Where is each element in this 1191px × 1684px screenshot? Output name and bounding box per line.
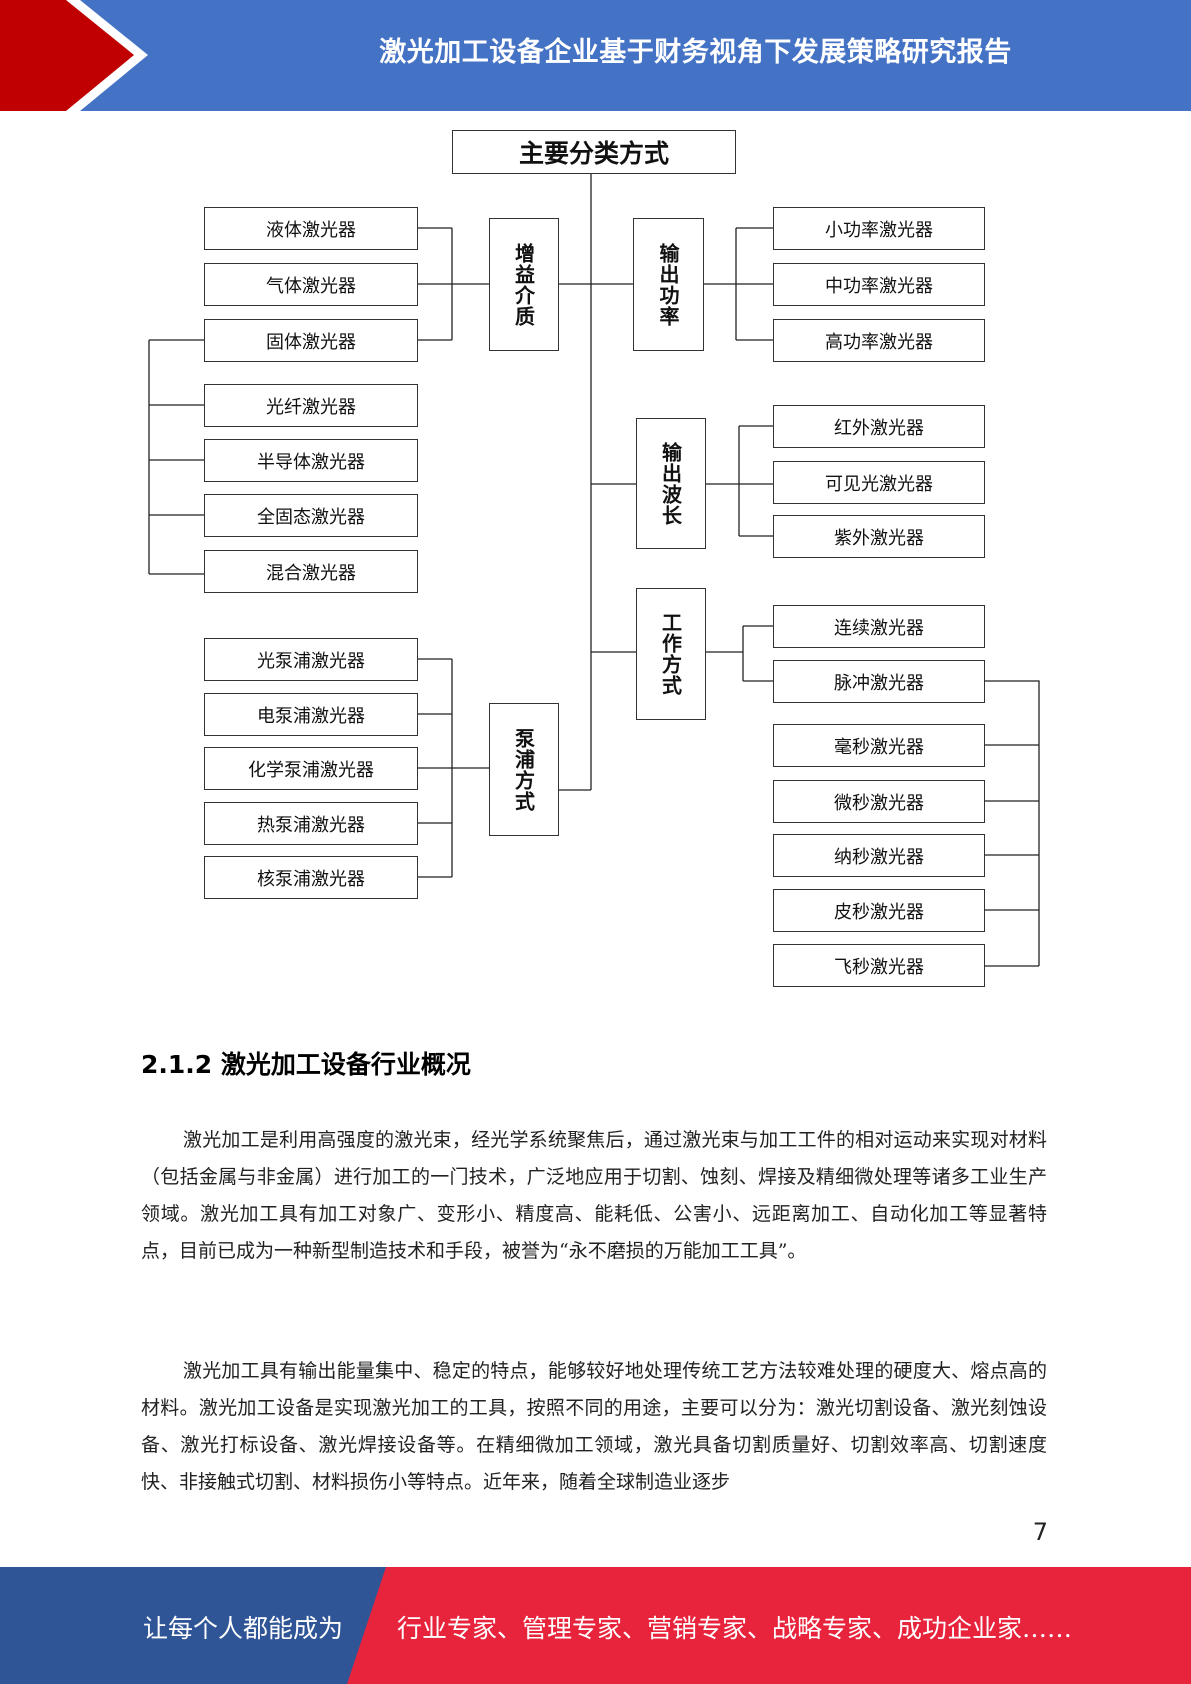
- node-liquid-laser: 液体激光器: [204, 207, 418, 250]
- paragraph-2: 激光加工具有输出能量集中、稳定的特点，能够较好地处理传统工艺方法较难处理的硬度大…: [141, 1360, 1047, 1493]
- node-picosecond-laser: 皮秒激光器: [773, 889, 985, 932]
- node-pulse-laser: 脉冲激光器: [773, 660, 985, 703]
- node-optical-pump-laser: 光泵浦激光器: [204, 638, 418, 681]
- node-continuous-laser: 连续激光器: [773, 605, 985, 648]
- node-millisecond-laser: 毫秒激光器: [773, 724, 985, 767]
- node-visible-laser: 可见光激光器: [773, 461, 985, 504]
- node-high-power-laser: 高功率激光器: [773, 319, 985, 362]
- category-gain-medium: 增益介质: [489, 218, 559, 351]
- node-solid-laser: 固体激光器: [204, 319, 418, 362]
- node-electrical-pump-laser: 电泵浦激光器: [204, 693, 418, 736]
- category-pump-method: 泵浦方式: [489, 703, 559, 836]
- node-nuclear-pump-laser: 核泵浦激光器: [204, 856, 418, 899]
- node-low-power-laser: 小功率激光器: [773, 207, 985, 250]
- node-gas-laser: 气体激光器: [204, 263, 418, 306]
- page-header: 激光加工设备企业基于财务视角下发展策略研究报告: [0, 0, 1191, 111]
- node-infrared-laser: 红外激光器: [773, 405, 985, 448]
- root-node: 主要分类方式: [452, 130, 736, 174]
- category-output-wavelength: 输出波长: [636, 418, 706, 549]
- node-all-solid-state-laser: 全固态激光器: [204, 494, 418, 537]
- node-thermal-pump-laser: 热泵浦激光器: [204, 802, 418, 845]
- node-ultraviolet-laser: 紫外激光器: [773, 515, 985, 558]
- page-number: 7: [1032, 1518, 1048, 1546]
- classification-diagram: 主要分类方式 增益介质 液体激光器 气体激光器 固体激光器 光纤激光器 半导体激…: [0, 120, 1191, 1000]
- node-semiconductor-laser: 半导体激光器: [204, 439, 418, 482]
- footer-slogan-right: 行业专家、管理专家、营销专家、战略专家、成功企业家……: [397, 1614, 1073, 1643]
- node-medium-power-laser: 中功率激光器: [773, 263, 985, 306]
- header-arrow-icon: [0, 0, 148, 111]
- node-chemical-pump-laser: 化学泵浦激光器: [204, 747, 418, 790]
- report-title: 激光加工设备企业基于财务视角下发展策略研究报告: [379, 37, 1012, 68]
- page-footer: 让每个人都能成为 行业专家、管理专家、营销专家、战略专家、成功企业家……: [0, 1567, 1191, 1684]
- section-heading: 2.1.2 激光加工设备行业概况: [141, 1050, 471, 1079]
- category-output-power: 输出功率: [633, 218, 704, 351]
- category-work-mode: 工作方式: [636, 588, 706, 720]
- footer-background: [0, 1567, 1191, 1684]
- node-femtosecond-laser: 飞秒激光器: [773, 944, 985, 987]
- paragraph-1: 激光加工是利用高强度的激光束，经光学系统聚焦后，通过激光束与加工工件的相对运动来…: [141, 1129, 1047, 1262]
- node-hybrid-laser: 混合激光器: [204, 550, 418, 593]
- node-microsecond-laser: 微秒激光器: [773, 780, 985, 823]
- diagram-connectors: [148, 173, 1040, 967]
- node-fiber-laser: 光纤激光器: [204, 384, 418, 427]
- node-nanosecond-laser: 纳秒激光器: [773, 834, 985, 877]
- footer-slogan-left: 让每个人都能成为: [143, 1614, 344, 1643]
